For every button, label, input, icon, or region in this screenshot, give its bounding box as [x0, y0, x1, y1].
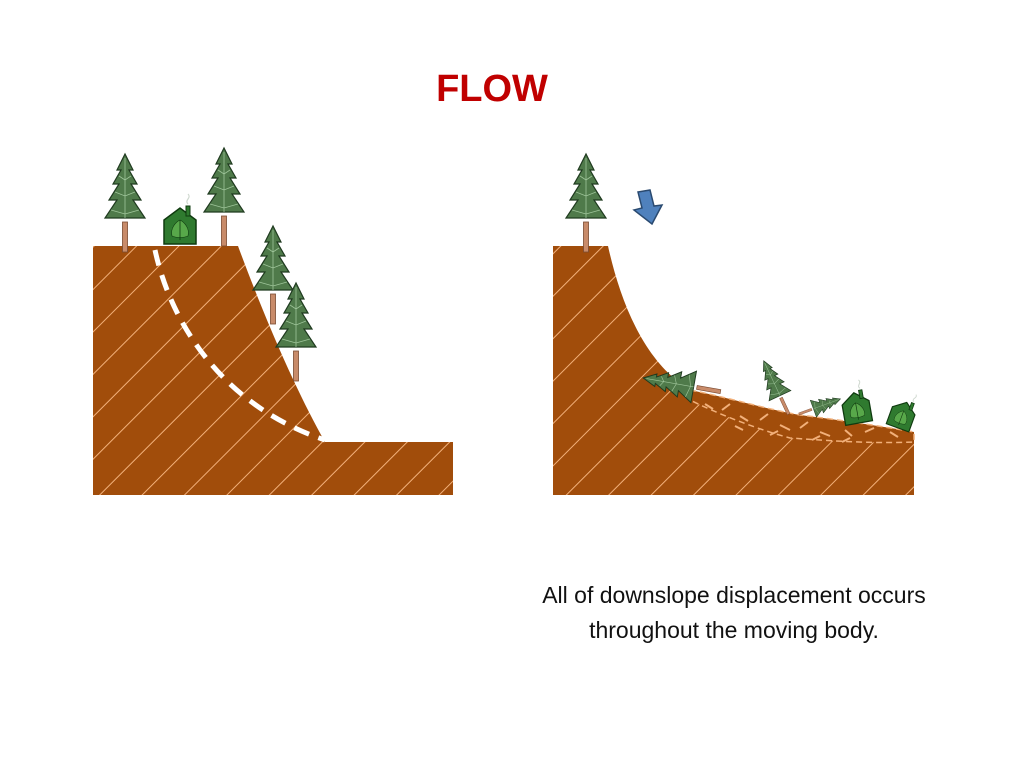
- down-arrow-icon: [634, 190, 662, 224]
- right-ground: [553, 246, 914, 495]
- slide-caption: All of downslope displacement occurs thr…: [494, 578, 974, 648]
- tree-icon: [566, 154, 606, 252]
- caption-line-2: throughout the moving body.: [494, 613, 974, 648]
- caption-line-1: All of downslope displacement occurs: [494, 578, 974, 613]
- house-icon: [886, 388, 921, 431]
- right-slope: [553, 154, 922, 495]
- left-slope: [93, 148, 453, 495]
- tree-icon: [105, 154, 145, 252]
- house-icon: [838, 379, 872, 426]
- house-icon: [164, 194, 196, 244]
- tree-icon: [204, 148, 244, 246]
